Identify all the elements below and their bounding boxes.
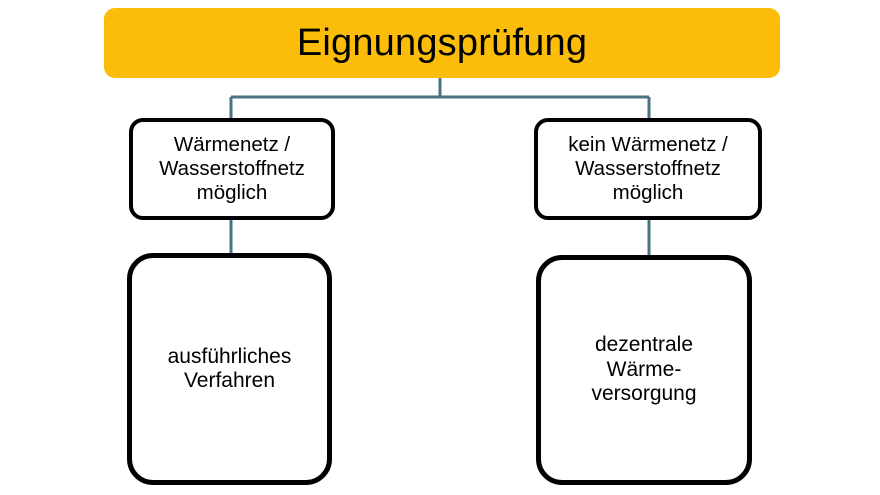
node-condition-waermenetz-moeglich[interactable]: Wärmenetz / Wasserstoffnetz möglich	[129, 118, 335, 220]
node-outcome-left-label: ausführliches Verfahren	[167, 344, 292, 392]
node-outcome-ausfuehrliches-verfahren[interactable]: ausführliches Verfahren	[127, 253, 332, 485]
node-outcome-dezentrale-waermeversorgung[interactable]: dezentrale Wärme- versorgung	[536, 255, 752, 485]
node-root-label: Eignungsprüfung	[296, 21, 588, 64]
node-condition-right-label: kein Wärmenetz / Wasserstoffnetz möglich	[568, 133, 728, 204]
node-condition-left-label: Wärmenetz / Wasserstoffnetz möglich	[159, 133, 305, 204]
node-root-eignungspruefung[interactable]: Eignungsprüfung	[104, 8, 780, 78]
node-outcome-right-label: dezentrale Wärme- versorgung	[591, 333, 697, 406]
node-condition-kein-waermenetz-moeglich[interactable]: kein Wärmenetz / Wasserstoffnetz möglich	[534, 118, 762, 220]
